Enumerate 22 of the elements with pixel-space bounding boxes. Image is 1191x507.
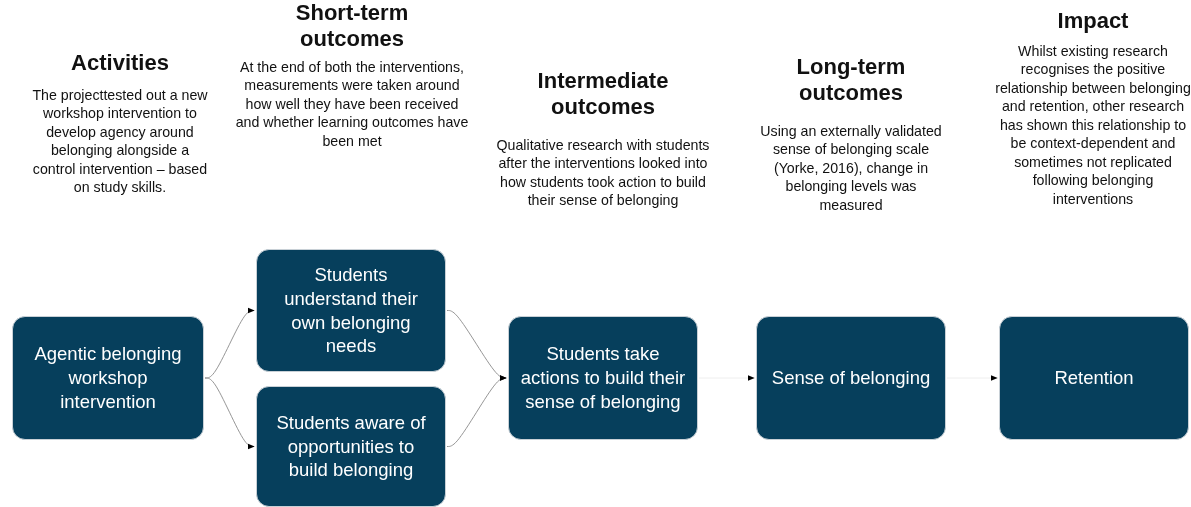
process-box bbox=[999, 316, 1189, 440]
column-description: The projecttested out a new workshop intervention to develop agency around belonging alongside a control intervention – based on study skills. bbox=[31, 86, 209, 197]
column-description: At the end of both the interventions, measurements were taken around how well they have been received and whether learning outcomes have been met bbox=[234, 58, 470, 151]
process-box bbox=[756, 316, 946, 440]
column-description: Qualitative research with students after the interventions looked into how students took action to build their sense of belonging bbox=[495, 136, 711, 210]
node-label: Students aware of opportunities to build belonging bbox=[275, 411, 427, 482]
column-heading: Short-term outcomes bbox=[294, 0, 410, 53]
node-label: Agentic belonging workshop intervention bbox=[33, 342, 183, 414]
process-box bbox=[256, 386, 446, 507]
process-box bbox=[12, 316, 204, 440]
column-description: Using an externally validated sense of belonging scale (Yorke, 2016), change in belonging levels was measured bbox=[759, 122, 943, 215]
column-heading: Activities bbox=[70, 50, 170, 77]
process-box bbox=[508, 316, 698, 440]
column-heading: Impact bbox=[1056, 8, 1130, 35]
column-heading: Long-term outcomes bbox=[795, 54, 907, 107]
node-label: Students take actions to build their sense of belonging bbox=[519, 342, 687, 414]
node-label: Retention bbox=[1054, 366, 1134, 390]
column-heading: Intermediate outcomes bbox=[536, 68, 670, 121]
node-label: Sense of belonging bbox=[771, 366, 931, 390]
column-description: Whilst existing research recognises the positive relationship between belonging and retention, other research has shown this relationship to be context-dependent and sometimes not replicated following belonging interventions bbox=[994, 42, 1191, 209]
node-label: Students understand their own belonging needs bbox=[283, 263, 419, 358]
process-box bbox=[256, 249, 446, 372]
